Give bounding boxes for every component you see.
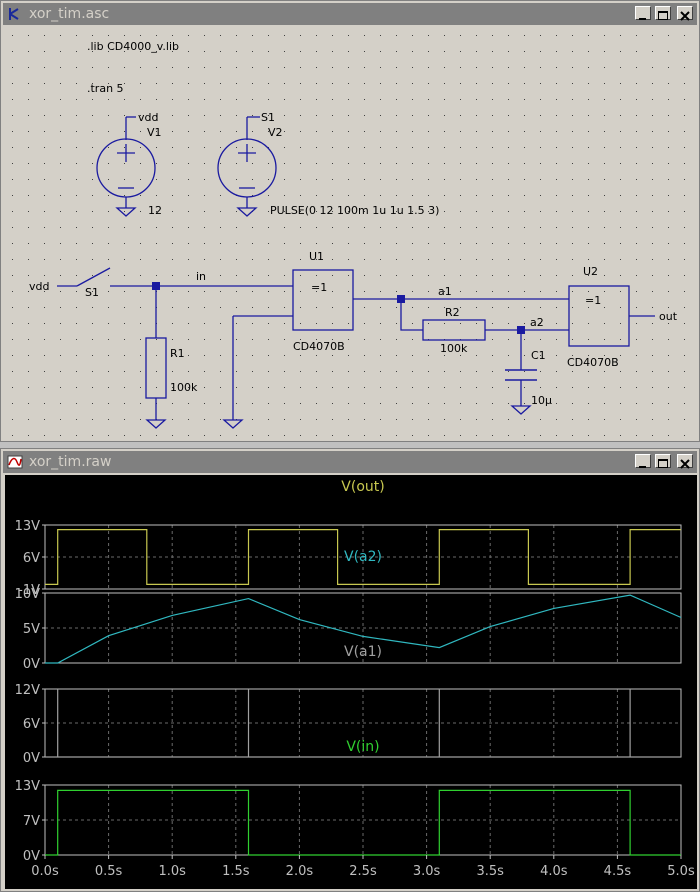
y-tick-label: 13V (15, 519, 41, 534)
v1-name: V1 (147, 126, 162, 139)
u2-part: CD4070B (567, 356, 619, 369)
y-tick-label: 6V (23, 717, 40, 732)
close-button[interactable] (677, 454, 693, 469)
x-tick-label: 5.0s (667, 864, 695, 879)
trace-title-out[interactable]: V(out) (341, 479, 384, 495)
waveform-window: xor_tim.raw 13V 6V -1V V(out) 10V 5V 0V V(a2) 12… (0, 448, 700, 892)
x-axis: 0.0s 0.5s 1.0s 1.5s 2.0s 2.5s 3.0s 3.5s 4.0s 4.5s… (31, 855, 695, 879)
junction-a1 (397, 295, 405, 303)
y-tick-label: 5V (23, 622, 40, 637)
y-tick-label: 6V (23, 551, 40, 566)
maximize-button[interactable] (655, 454, 671, 468)
x-tick-label: 3.5s (476, 864, 504, 879)
y-tick-label: 0V (23, 751, 40, 766)
c1-name: C1 (531, 349, 546, 362)
schematic-titlebar[interactable]: xor_tim.asc (3, 3, 697, 25)
minimize-button[interactable] (635, 6, 651, 20)
y-tick-label: 12V (15, 683, 41, 698)
x-tick-label: 4.5s (604, 864, 632, 879)
waveform-window-title: xor_tim.raw (29, 454, 112, 470)
close-button[interactable] (677, 6, 693, 21)
y-tick-label: 13V (15, 779, 41, 794)
r2-value: 100k (440, 342, 468, 355)
trace-in (45, 789, 681, 856)
ground-symbols (145, 405, 532, 429)
net-label-a2: a2 (530, 316, 544, 329)
x-tick-label: 1.5s (222, 864, 250, 879)
voltage-source-v2[interactable] (217, 116, 277, 217)
y-tick-label: 0V (23, 657, 40, 672)
gate-u2[interactable] (568, 285, 630, 347)
y-tick-label: 10V (15, 587, 41, 602)
waveform-titlebar[interactable]: xor_tim.raw (3, 451, 697, 473)
x-tick-label: 2.5s (349, 864, 377, 879)
waveform-panel-a1[interactable]: 12V 6V 0V V(a1) (15, 644, 682, 766)
net-label-a1: a1 (438, 285, 452, 298)
x-tick-label: 4.0s (540, 864, 568, 879)
trace-title-a2[interactable]: V(a2) (344, 549, 382, 565)
v2-name: V2 (268, 126, 283, 139)
v1-net-label: vdd (138, 111, 158, 124)
resistor-r1[interactable] (145, 337, 167, 399)
y-tick-label: 0V (23, 849, 40, 864)
waveform-document-icon (7, 455, 23, 469)
r2-name: R2 (445, 306, 460, 319)
waveform-panel-out[interactable]: 13V 6V -1V V(out) (15, 479, 682, 598)
wires[interactable] (57, 267, 655, 420)
schematic-window: xor_tim.asc .lib CD4000_v.lib .tran 5 vd… (0, 0, 700, 442)
maximize-button[interactable] (655, 6, 671, 20)
minimize-button[interactable] (635, 454, 651, 468)
x-tick-label: 3.0s (413, 864, 441, 879)
v2-net-label: S1 (261, 111, 275, 124)
v2-value: PULSE(0 12 100m 1u 1u 1.5 3) (270, 204, 439, 217)
net-label-in: in (196, 270, 206, 283)
gate-u1[interactable] (292, 269, 354, 331)
y-tick-label: 7V (23, 814, 40, 829)
trace-a2 (45, 594, 682, 664)
x-tick-label: 2.0s (286, 864, 314, 879)
switch-label-s1: S1 (85, 286, 99, 299)
waveform-plot-area[interactable]: 13V 6V -1V V(out) 10V 5V 0V V(a2) 12V 6V 0V V(a1) 13… (5, 475, 697, 889)
trace-out (45, 528, 681, 586)
u2-gate-label: =1 (585, 294, 601, 307)
schematic-canvas[interactable]: .lib CD4000_v.lib .tran 5 vdd V1 12 S1 V… (5, 28, 697, 438)
net-label-vdd: vdd (29, 280, 49, 293)
schematic-document-icon (9, 8, 19, 20)
lib-directive[interactable]: .lib CD4000_v.lib (87, 40, 179, 53)
r1-value: 100k (170, 381, 198, 394)
y-tick-label: -1V (18, 583, 40, 598)
c1-value: 10µ (531, 394, 552, 407)
u1-part: CD4070B (293, 340, 345, 353)
waveform-panel-a2[interactable]: 10V 5V 0V V(a2) (15, 549, 682, 672)
net-label-out: out (659, 310, 678, 323)
voltage-source-v1[interactable] (96, 116, 156, 217)
trace-title-a1[interactable]: V(a1) (344, 644, 382, 660)
x-tick-label: 1.0s (158, 864, 186, 879)
schematic-window-title: xor_tim.asc (29, 6, 110, 22)
r1-name: R1 (170, 347, 185, 360)
resistor-r2[interactable] (422, 319, 486, 341)
x-tick-label: 0.0s (31, 864, 59, 879)
junction-a2 (517, 326, 525, 334)
x-tick-label: 0.5s (95, 864, 123, 879)
capacitor-c1[interactable] (505, 369, 537, 381)
u1-name: U1 (309, 250, 324, 263)
trace-title-in[interactable]: V(in) (346, 739, 379, 755)
u2-name: U2 (583, 265, 598, 278)
v1-value: 12 (148, 204, 162, 217)
u1-gate-label: =1 (311, 281, 327, 294)
trace-a1 (45, 689, 681, 758)
tran-directive[interactable]: .tran 5 (87, 82, 124, 95)
junction-in (152, 282, 160, 290)
